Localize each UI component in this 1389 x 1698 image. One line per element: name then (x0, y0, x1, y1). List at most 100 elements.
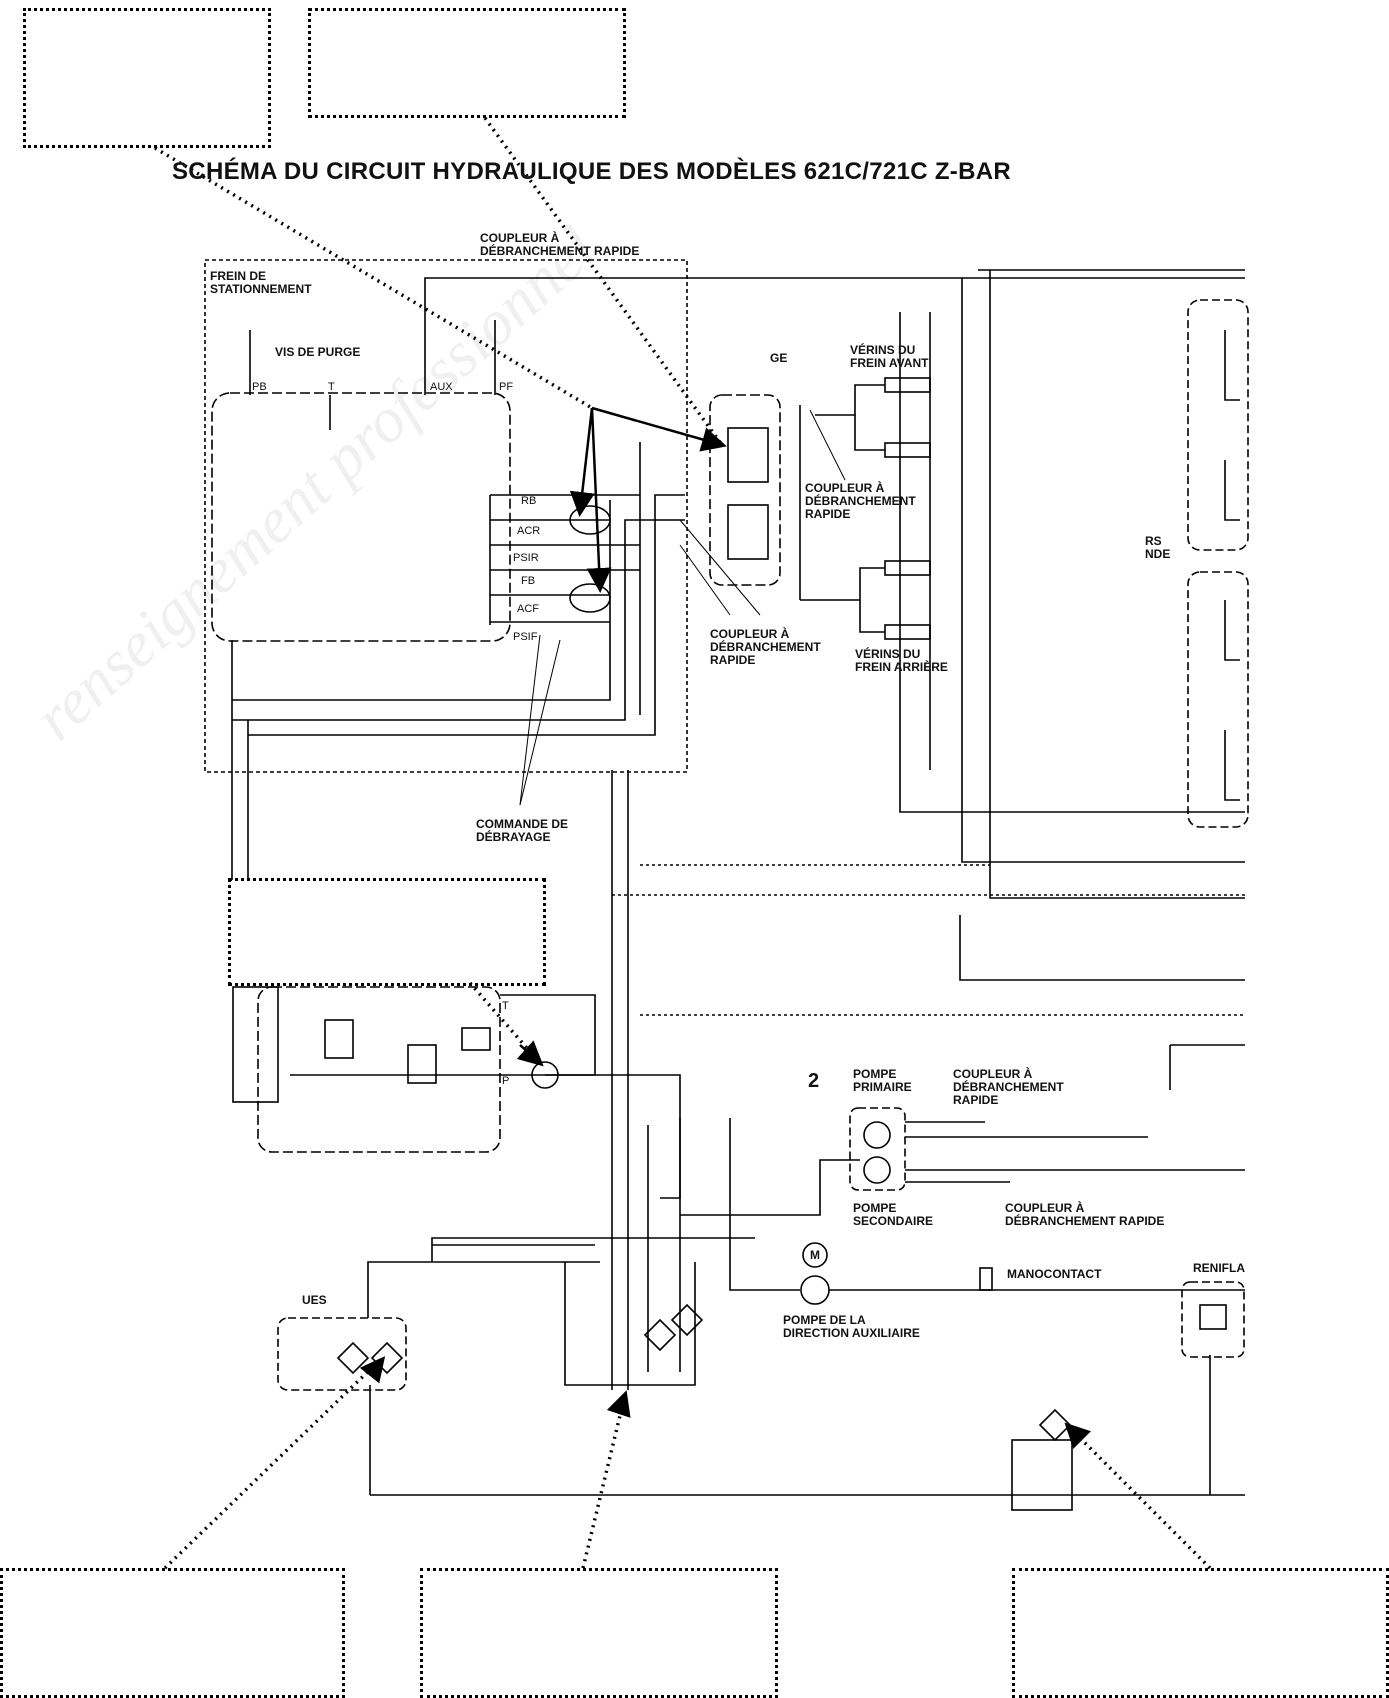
port-rb: RB (521, 495, 537, 507)
accumulator (569, 583, 611, 613)
label-leader (679, 519, 761, 616)
filter-block (277, 1317, 407, 1391)
circle-number: 2 (808, 1070, 820, 1092)
pipe (248, 494, 685, 736)
label-leader (679, 544, 731, 616)
label-front-brake-cylinders: VÉRINS DU FREIN AVANT (850, 343, 929, 370)
port-t: T (328, 381, 335, 393)
arrow (606, 1390, 631, 1418)
port-pb: PB (252, 381, 267, 393)
pipe (961, 312, 1245, 863)
pipe (564, 1262, 696, 1386)
callout-box (0, 1568, 345, 1698)
callout-leader (163, 1358, 382, 1570)
port-p2: P (502, 1075, 510, 1087)
label-leader (519, 634, 541, 806)
front-brake-cylinder (884, 377, 931, 393)
port-t2: T (502, 1000, 509, 1012)
label-quick-coupler-top: COUPLEUR À DÉBRANCHEMENT RAPIDE (480, 231, 640, 258)
pipe (232, 519, 685, 721)
pressure-switch (979, 1267, 993, 1291)
pump-block (849, 1107, 906, 1191)
port-pf: PF (499, 381, 514, 393)
pipe (815, 384, 885, 416)
brake-valve-block (709, 394, 781, 586)
label-quick-coupler-bottom: COUPLEUR À DÉBRANCHEMENT RAPIDE (1005, 1201, 1165, 1228)
tank (1011, 1439, 1073, 1511)
breather-valve (1199, 1304, 1227, 1330)
pipe (859, 600, 885, 633)
label-leader (519, 639, 561, 806)
right-dashed-box (1187, 299, 1249, 551)
label-secondary-pump: POMPE SECONDAIRE (853, 1201, 934, 1228)
valve (407, 1044, 437, 1084)
callout-box (420, 1568, 778, 1698)
port-aux: AUX (430, 381, 453, 393)
label-clutch-control: COMMANDE DE DÉBRAYAGE (476, 817, 568, 844)
filter (670, 1303, 704, 1337)
pipe (729, 1118, 800, 1291)
right-dashed-box (1187, 571, 1249, 828)
callout-leader (154, 146, 593, 410)
arrow (359, 1356, 386, 1384)
transmission-inner (232, 986, 279, 1103)
pipe (367, 1261, 600, 1318)
valve-block (211, 392, 511, 642)
arrow (591, 406, 727, 452)
label-leader (809, 409, 846, 481)
arrow (1064, 1422, 1091, 1449)
primary-pump (863, 1121, 891, 1149)
parking-brake-block (204, 259, 688, 773)
label-ues: UES (302, 1293, 327, 1307)
brake-valve (727, 504, 769, 560)
label-breather: RENIFLA (1193, 1261, 1245, 1275)
pipe (800, 567, 885, 601)
label-quick-coupler-low: COUPLEUR À DÉBRANCHEMENT RAPIDE (710, 627, 821, 667)
component (1224, 600, 1240, 661)
label-rs-nde: RS NDE (1145, 534, 1171, 561)
port-fb: FB (521, 575, 536, 587)
port-psif: PSIF (513, 631, 538, 643)
label-ge: GE (770, 351, 788, 365)
filter (336, 1341, 370, 1375)
callout-box (308, 8, 626, 118)
component (1224, 330, 1240, 401)
label-parking-brake: FREIN DE STATIONNEMENT (210, 269, 312, 296)
label-rear-brake-cylinders: VÉRINS DU FREIN ARRIÈRE (855, 647, 948, 674)
callout-leader (483, 116, 724, 447)
label-pressure-switch: MANOCONTACT (1007, 1267, 1102, 1281)
port-acr: ACR (517, 525, 541, 537)
pipe (424, 277, 963, 395)
pipe (680, 1159, 860, 1216)
pipe (431, 1244, 595, 1262)
component (1224, 730, 1240, 801)
valve (324, 1019, 354, 1059)
brake-valve (727, 427, 769, 483)
callout-box (23, 8, 271, 148)
arrow (569, 407, 595, 517)
page-title: SCHÉMA DU CIRCUIT HYDRAULIQUE DES MODÈLE… (172, 158, 1011, 185)
rear-brake-cylinder (884, 560, 931, 576)
port-psir: PSIR (513, 552, 539, 564)
label-bleed-screw: VIS DE PURGE (275, 345, 361, 359)
breather-block (1181, 1281, 1245, 1358)
arrow (586, 407, 612, 593)
front-brake-cylinder (884, 442, 931, 458)
arrow (516, 1040, 544, 1067)
valve (461, 1027, 491, 1051)
secondary-pump (863, 1156, 891, 1184)
aux-steering-pump (800, 1275, 830, 1305)
pipe (854, 415, 885, 451)
label-motor: M (810, 1248, 820, 1262)
label-primary-pump: POMPE PRIMAIRE (853, 1067, 912, 1094)
label-quick-coupler-mid: COUPLEUR À DÉBRANCHEMENT RAPIDE (805, 481, 916, 521)
transmission-block (257, 986, 501, 1153)
callout-box (228, 878, 546, 986)
pipe (989, 270, 1245, 899)
motor (802, 1242, 828, 1268)
callout-box (1012, 1568, 1389, 1698)
pipe (899, 312, 1245, 813)
pipe (232, 500, 611, 701)
filter (643, 1318, 677, 1352)
